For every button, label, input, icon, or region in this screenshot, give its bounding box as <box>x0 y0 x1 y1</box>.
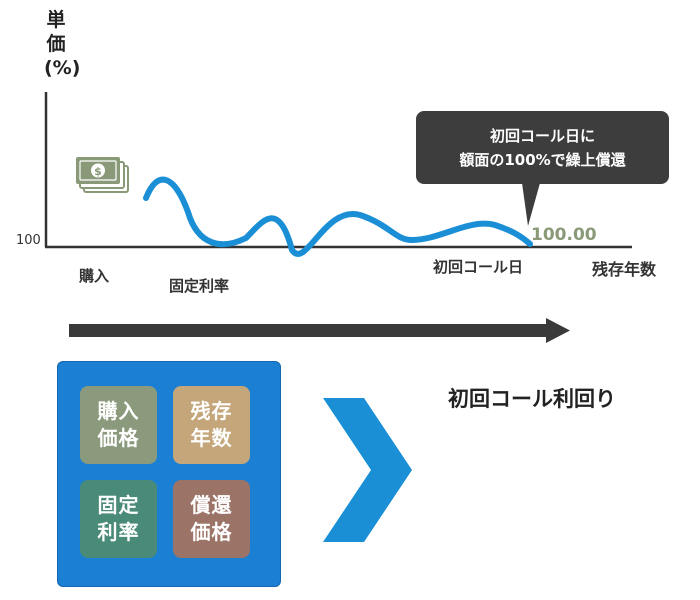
tile-text: 年数 <box>190 426 233 450</box>
tile-text: 購入 <box>97 399 140 423</box>
tile-purchase-price: 購入 価格 <box>80 386 157 464</box>
tile-redemption-price: 償還 価格 <box>173 480 250 558</box>
x-axis-label: 残存年数 <box>592 260 657 279</box>
tile-fixed-rate: 固定 利率 <box>80 480 157 558</box>
redemption-value-label: 100.00 <box>531 225 597 245</box>
yield-to-first-call-label: 初回コール利回り <box>448 387 616 411</box>
first-call-date-label: 初回コール日 <box>433 258 524 276</box>
tile-remaining-years: 残存 年数 <box>173 386 250 464</box>
callout-line-2: 額面の100%で繰上償還 <box>459 150 626 169</box>
right-arrow-icon <box>69 318 570 343</box>
tile-text: 利率 <box>97 520 140 544</box>
tile-text: 残存 <box>190 399 233 423</box>
y-label-char: (%) <box>44 57 81 79</box>
purchase-label: 購入 <box>79 267 110 285</box>
svg-text:$: $ <box>94 165 102 178</box>
callout-line-1: 初回コール日に <box>489 126 595 145</box>
y-tick-100: 100 <box>16 233 41 248</box>
tile-text: 価格 <box>190 520 233 544</box>
call-redemption-callout: 初回コール日に 額面の100%で繰上償還 <box>416 111 669 184</box>
y-label-char: 価 <box>46 33 66 55</box>
price-curve <box>143 176 533 257</box>
tile-text: 固定 <box>97 493 140 517</box>
tile-text: 償還 <box>190 493 233 517</box>
y-label-char: 単 <box>46 9 66 31</box>
chevron-right-icon <box>323 398 412 542</box>
y-axis-label: 単 価 (%) <box>44 8 81 80</box>
tile-text: 価格 <box>97 426 140 450</box>
money-stack-icon: $ <box>76 157 129 193</box>
callout-tail <box>522 183 540 226</box>
fixed-rate-label: 固定利率 <box>169 277 230 295</box>
yield-inputs-panel: 購入 価格 残存 年数 固定 利率 償還 価格 <box>57 361 281 587</box>
